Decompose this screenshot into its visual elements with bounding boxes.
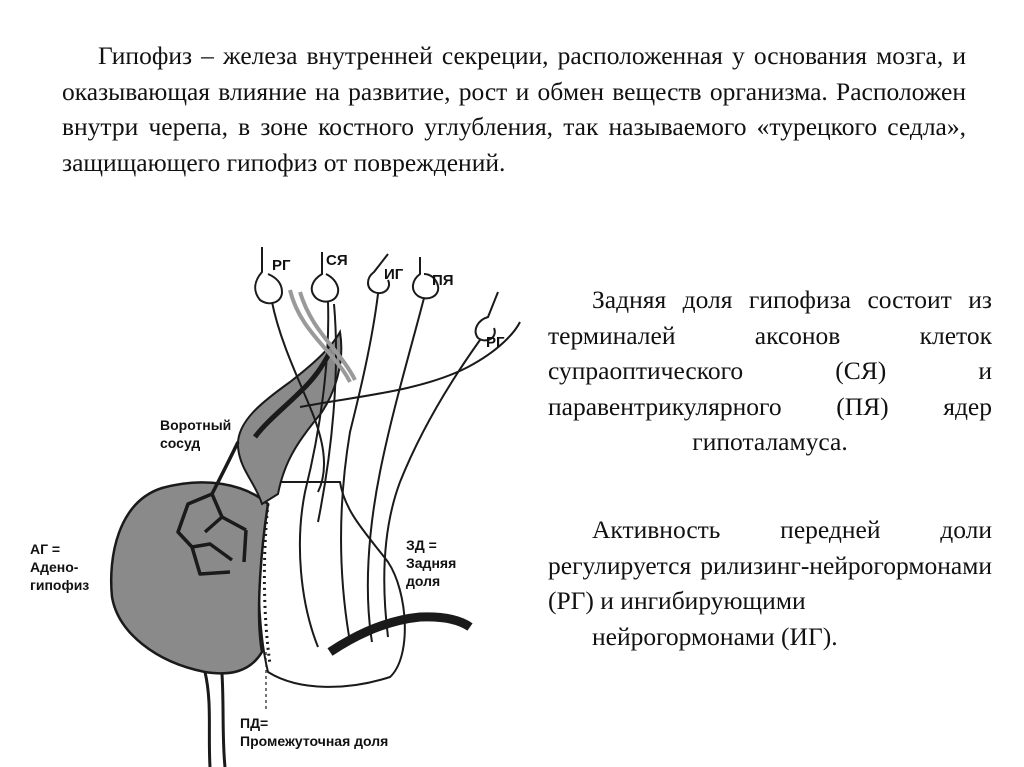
label-pya: ПЯ — [432, 272, 454, 289]
pituitary-diagram-svg: РГ СЯ ИГ ПЯ РГ Воротный сосуд АГ = Адено… — [30, 247, 521, 767]
label-ag-line3: гипофиз — [30, 577, 89, 593]
skull-base-curve — [327, 612, 473, 656]
label-zd-line2: Задняя — [406, 555, 456, 571]
intermediate-lobe-band — [262, 503, 272, 665]
capillary-network — [176, 441, 248, 576]
neuron-rg-top — [254, 247, 325, 493]
label-zd-line1: ЗД = — [406, 537, 437, 553]
adenohypophysis-lobe — [110, 481, 270, 675]
label-rg-right: РГ — [486, 334, 505, 351]
anterior-lobe-text-main: Активность передней доли регулируется ри… — [548, 515, 992, 615]
posterior-lobe-paragraph: Задняя доля гипофиза состоит из терминал… — [548, 285, 992, 456]
label-pd-line2: Промежуточная доля — [240, 733, 388, 749]
intro-paragraph: Гипофиз – железа внутренней секреции, ра… — [62, 41, 966, 177]
neuron-rg-right — [383, 291, 499, 638]
label-zd-line3: доля — [406, 573, 440, 589]
label-ig: ИГ — [384, 266, 404, 283]
posterior-lobe-outline — [257, 481, 406, 688]
portal-fibre — [288, 289, 357, 383]
neuron-ig — [339, 253, 390, 643]
pituitary-diagram: РГ СЯ ИГ ПЯ РГ Воротный сосуд АГ = Адено… — [0, 232, 540, 767]
neuron-pya — [366, 257, 440, 643]
hypothalamic-floor — [299, 321, 521, 408]
label-ag-line1: АГ = — [30, 541, 60, 557]
label-pd-line1: ПД= — [240, 715, 268, 731]
label-ag-line2: Адено- — [30, 559, 79, 575]
label-rg-top: РГ — [272, 257, 291, 274]
portal-vessel — [252, 350, 333, 439]
label-portal-line2: сосуд — [160, 435, 200, 451]
label-sya: СЯ — [326, 252, 348, 269]
anterior-lobe-paragraph: Активность передней доли регулируется ри… — [548, 512, 992, 654]
inferior-vessel-left — [203, 671, 227, 767]
neuron-sya — [298, 252, 340, 648]
anterior-lobe-text-last: нейрогормонами (ИГ). — [592, 621, 838, 651]
label-portal-line1: Воротный — [160, 417, 231, 433]
